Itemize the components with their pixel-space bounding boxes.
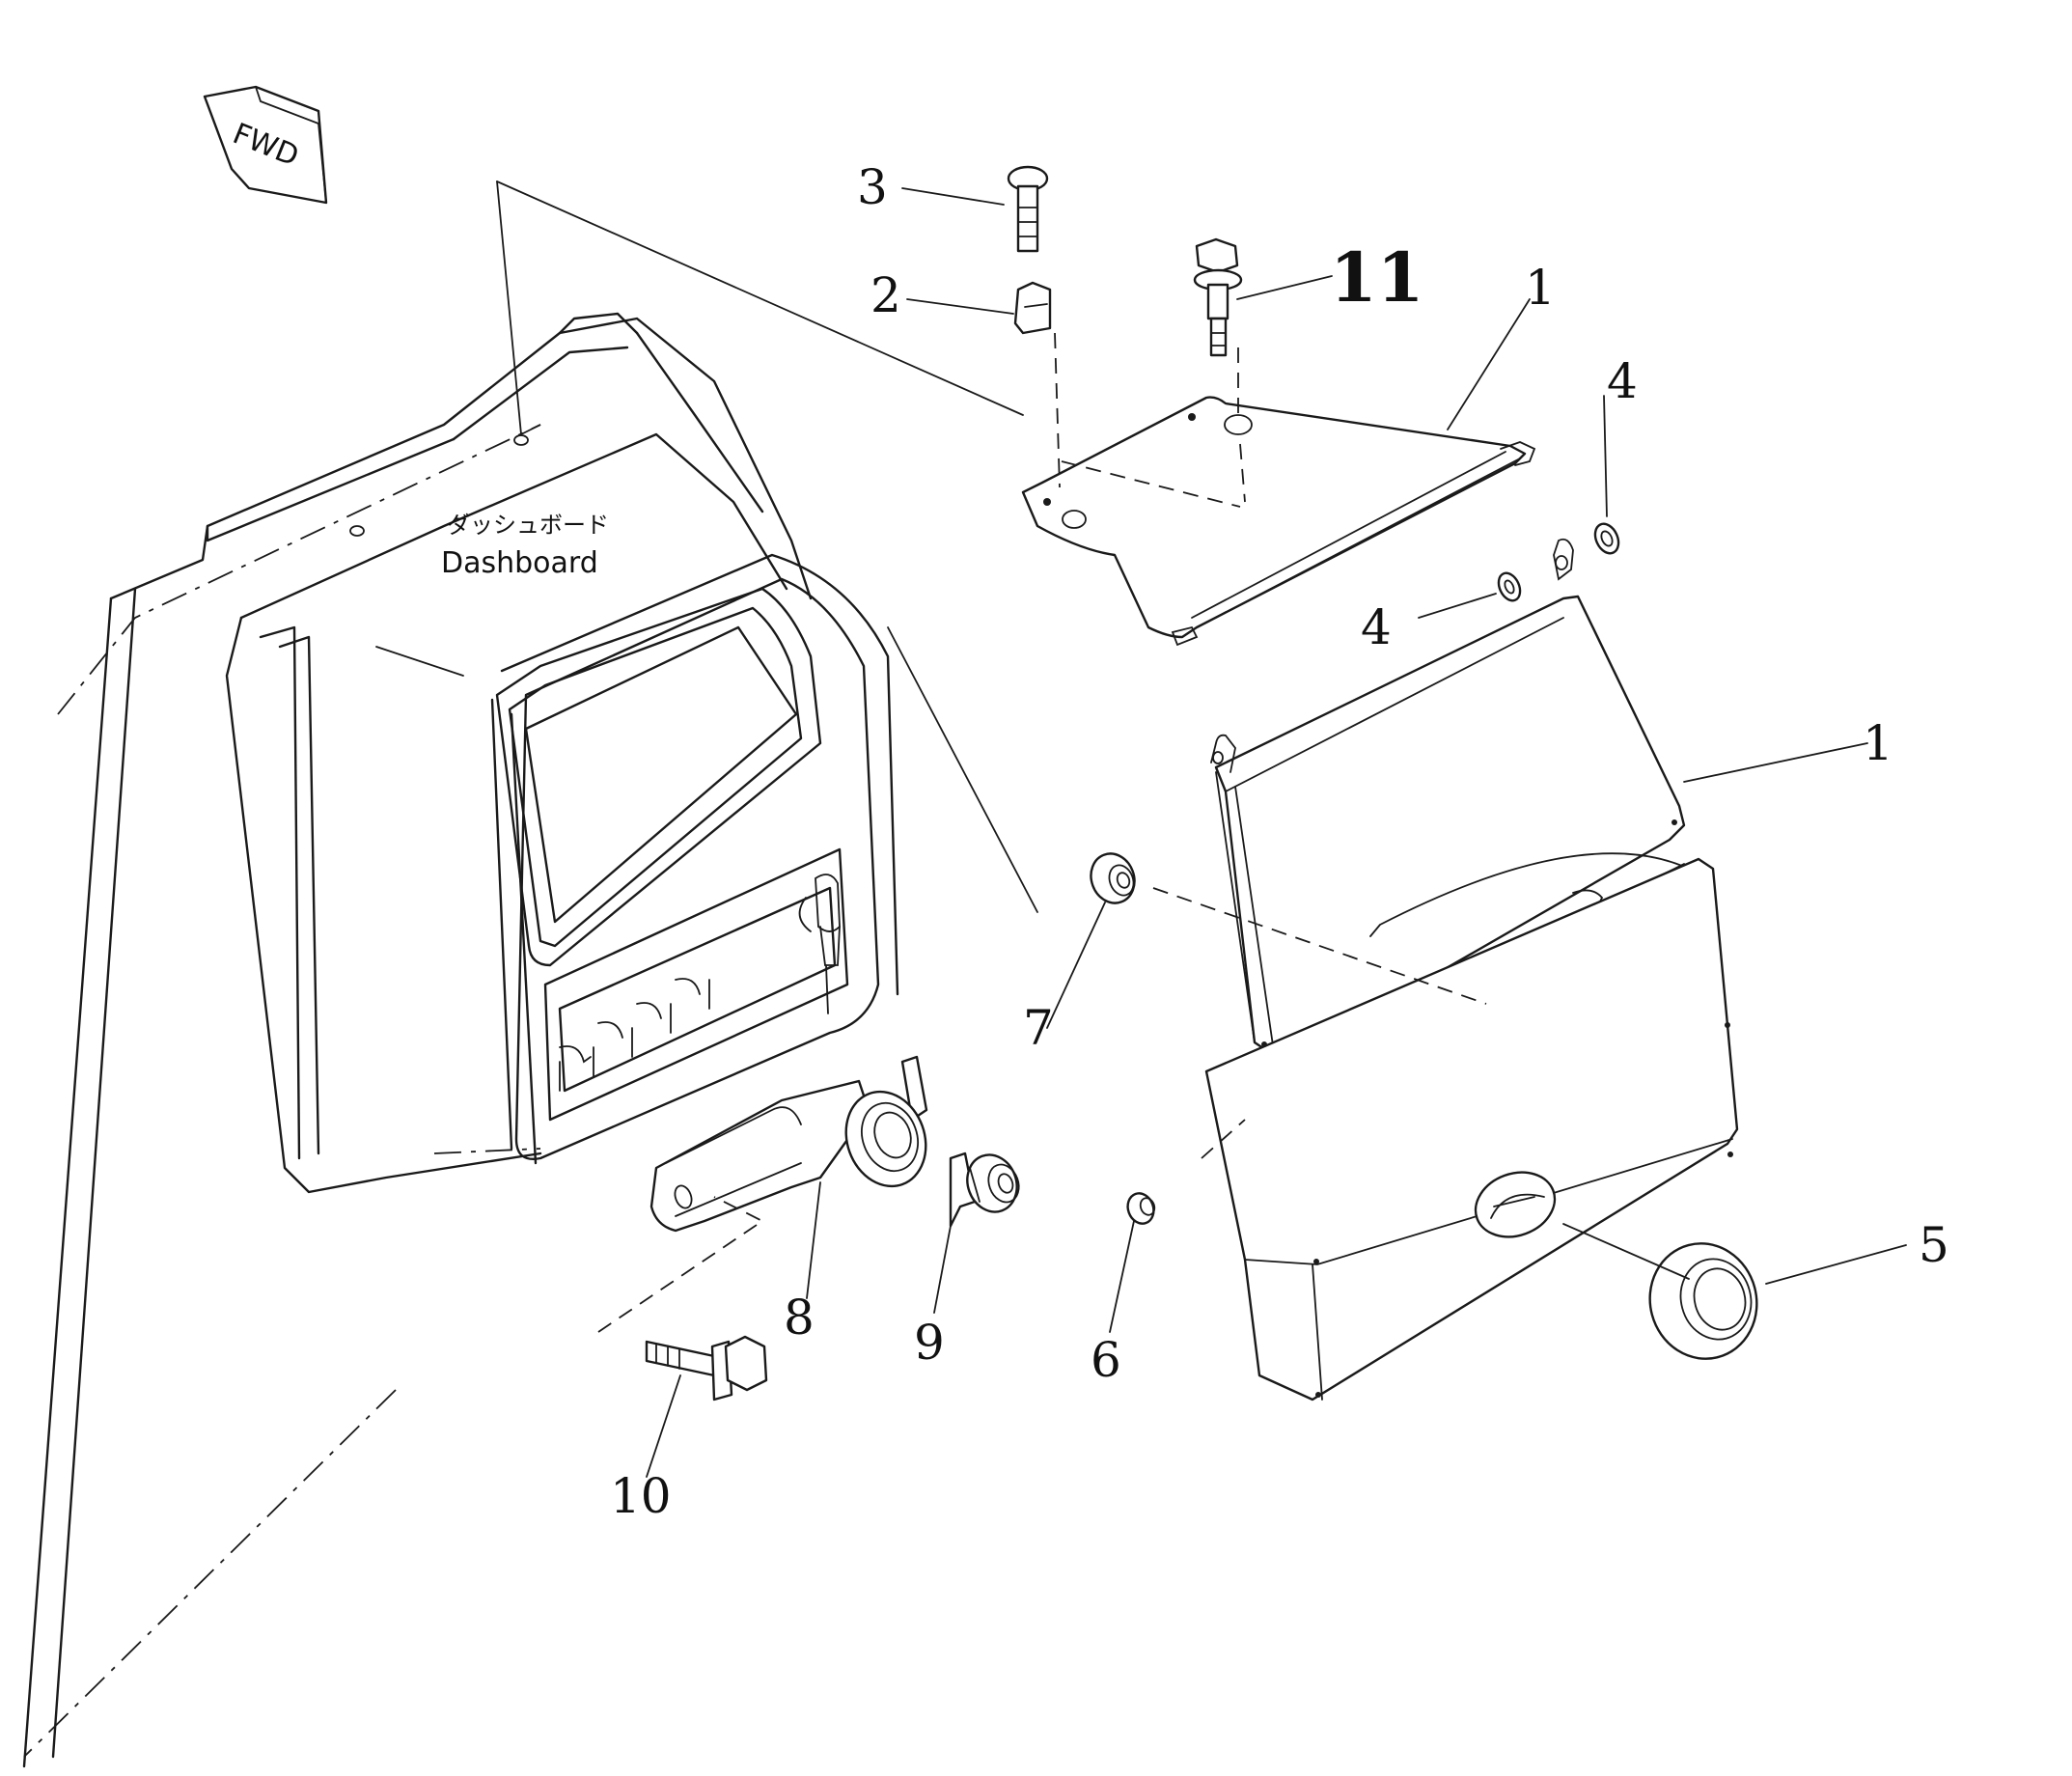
callout-1-lower: 1 bbox=[1863, 715, 1893, 771]
callout-5: 5 bbox=[1919, 1217, 1949, 1273]
part-8-bracket bbox=[649, 1055, 928, 1233]
part-10-bolt bbox=[645, 1335, 768, 1401]
callout-9: 9 bbox=[914, 1315, 945, 1371]
callout-10: 10 bbox=[610, 1468, 672, 1524]
callout-1-upper: 1 bbox=[1525, 260, 1556, 316]
dashboard-label-ja: ダッシュボード bbox=[447, 512, 609, 539]
callout-6: 6 bbox=[1091, 1332, 1121, 1388]
part-6-grommet bbox=[1126, 1192, 1156, 1225]
part-9-lock-cylinder bbox=[949, 1152, 1020, 1228]
callout-11: 11 bbox=[1330, 237, 1423, 318]
dashboard-label-en: Dashboard bbox=[441, 546, 598, 580]
callout-2: 2 bbox=[870, 267, 901, 323]
part-1-upper-bracket bbox=[1021, 396, 1536, 647]
part-1-door-panel bbox=[1204, 538, 1739, 1401]
part-2-clip-nut bbox=[1013, 281, 1052, 335]
callout-7: 7 bbox=[1023, 1000, 1054, 1056]
callout-4-lower: 4 bbox=[1361, 599, 1392, 655]
dashboard-cab bbox=[22, 312, 899, 1768]
part-7-grommet bbox=[1090, 852, 1136, 904]
fwd-arrow-icon: FWD bbox=[203, 85, 328, 205]
callout-3: 3 bbox=[857, 159, 888, 215]
callout-8: 8 bbox=[784, 1290, 815, 1346]
part-4-washer-a bbox=[1593, 522, 1620, 555]
callout-4-upper: 4 bbox=[1607, 353, 1638, 409]
leader-lines bbox=[646, 187, 1907, 1478]
part-4-washer-b bbox=[1497, 571, 1522, 602]
fwd-label: FWD bbox=[228, 117, 303, 174]
part-5-ring bbox=[1648, 1242, 1758, 1360]
part-3-screw bbox=[1007, 165, 1049, 253]
part-11-bolt bbox=[1193, 237, 1243, 357]
